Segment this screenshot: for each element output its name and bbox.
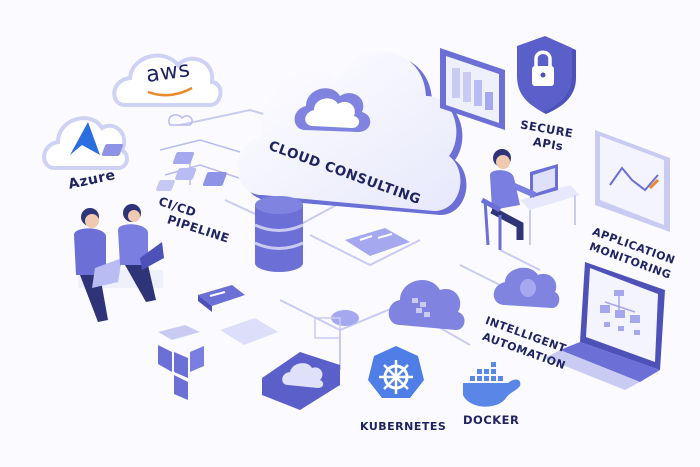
- aws-cloud-icon: [112, 53, 223, 107]
- kubernetes-label: KUBERNETES: [360, 420, 447, 433]
- database-icon: [254, 196, 304, 272]
- developer-desk-icon: [480, 149, 580, 250]
- people-laptops-icon: [74, 204, 164, 322]
- dashboard-monitor-icon: [440, 48, 505, 130]
- laptop-diagram-icon: [545, 262, 665, 390]
- docker-icon: [463, 362, 521, 407]
- automation-cloud-icon: [493, 267, 560, 308]
- pipeline-flow-icon: [101, 114, 246, 191]
- server-card-icon: [345, 228, 410, 256]
- cloud-tile-icon: [262, 352, 340, 410]
- flat-tile-icon: [220, 318, 278, 345]
- azure-cloud-icon: [42, 116, 129, 170]
- shield-lock-icon: [517, 36, 576, 114]
- line-chart-monitor-icon: [595, 130, 670, 232]
- firewall-cloud-icon: [388, 279, 465, 330]
- mini-cloud-icon: [314, 310, 359, 339]
- cloud-consulting-icon: [237, 51, 467, 215]
- kubernetes-icon: [368, 346, 424, 398]
- storage-card-icon: [198, 285, 245, 312]
- terraform-icon: [158, 325, 204, 400]
- docker-label: DOCKER: [463, 413, 520, 427]
